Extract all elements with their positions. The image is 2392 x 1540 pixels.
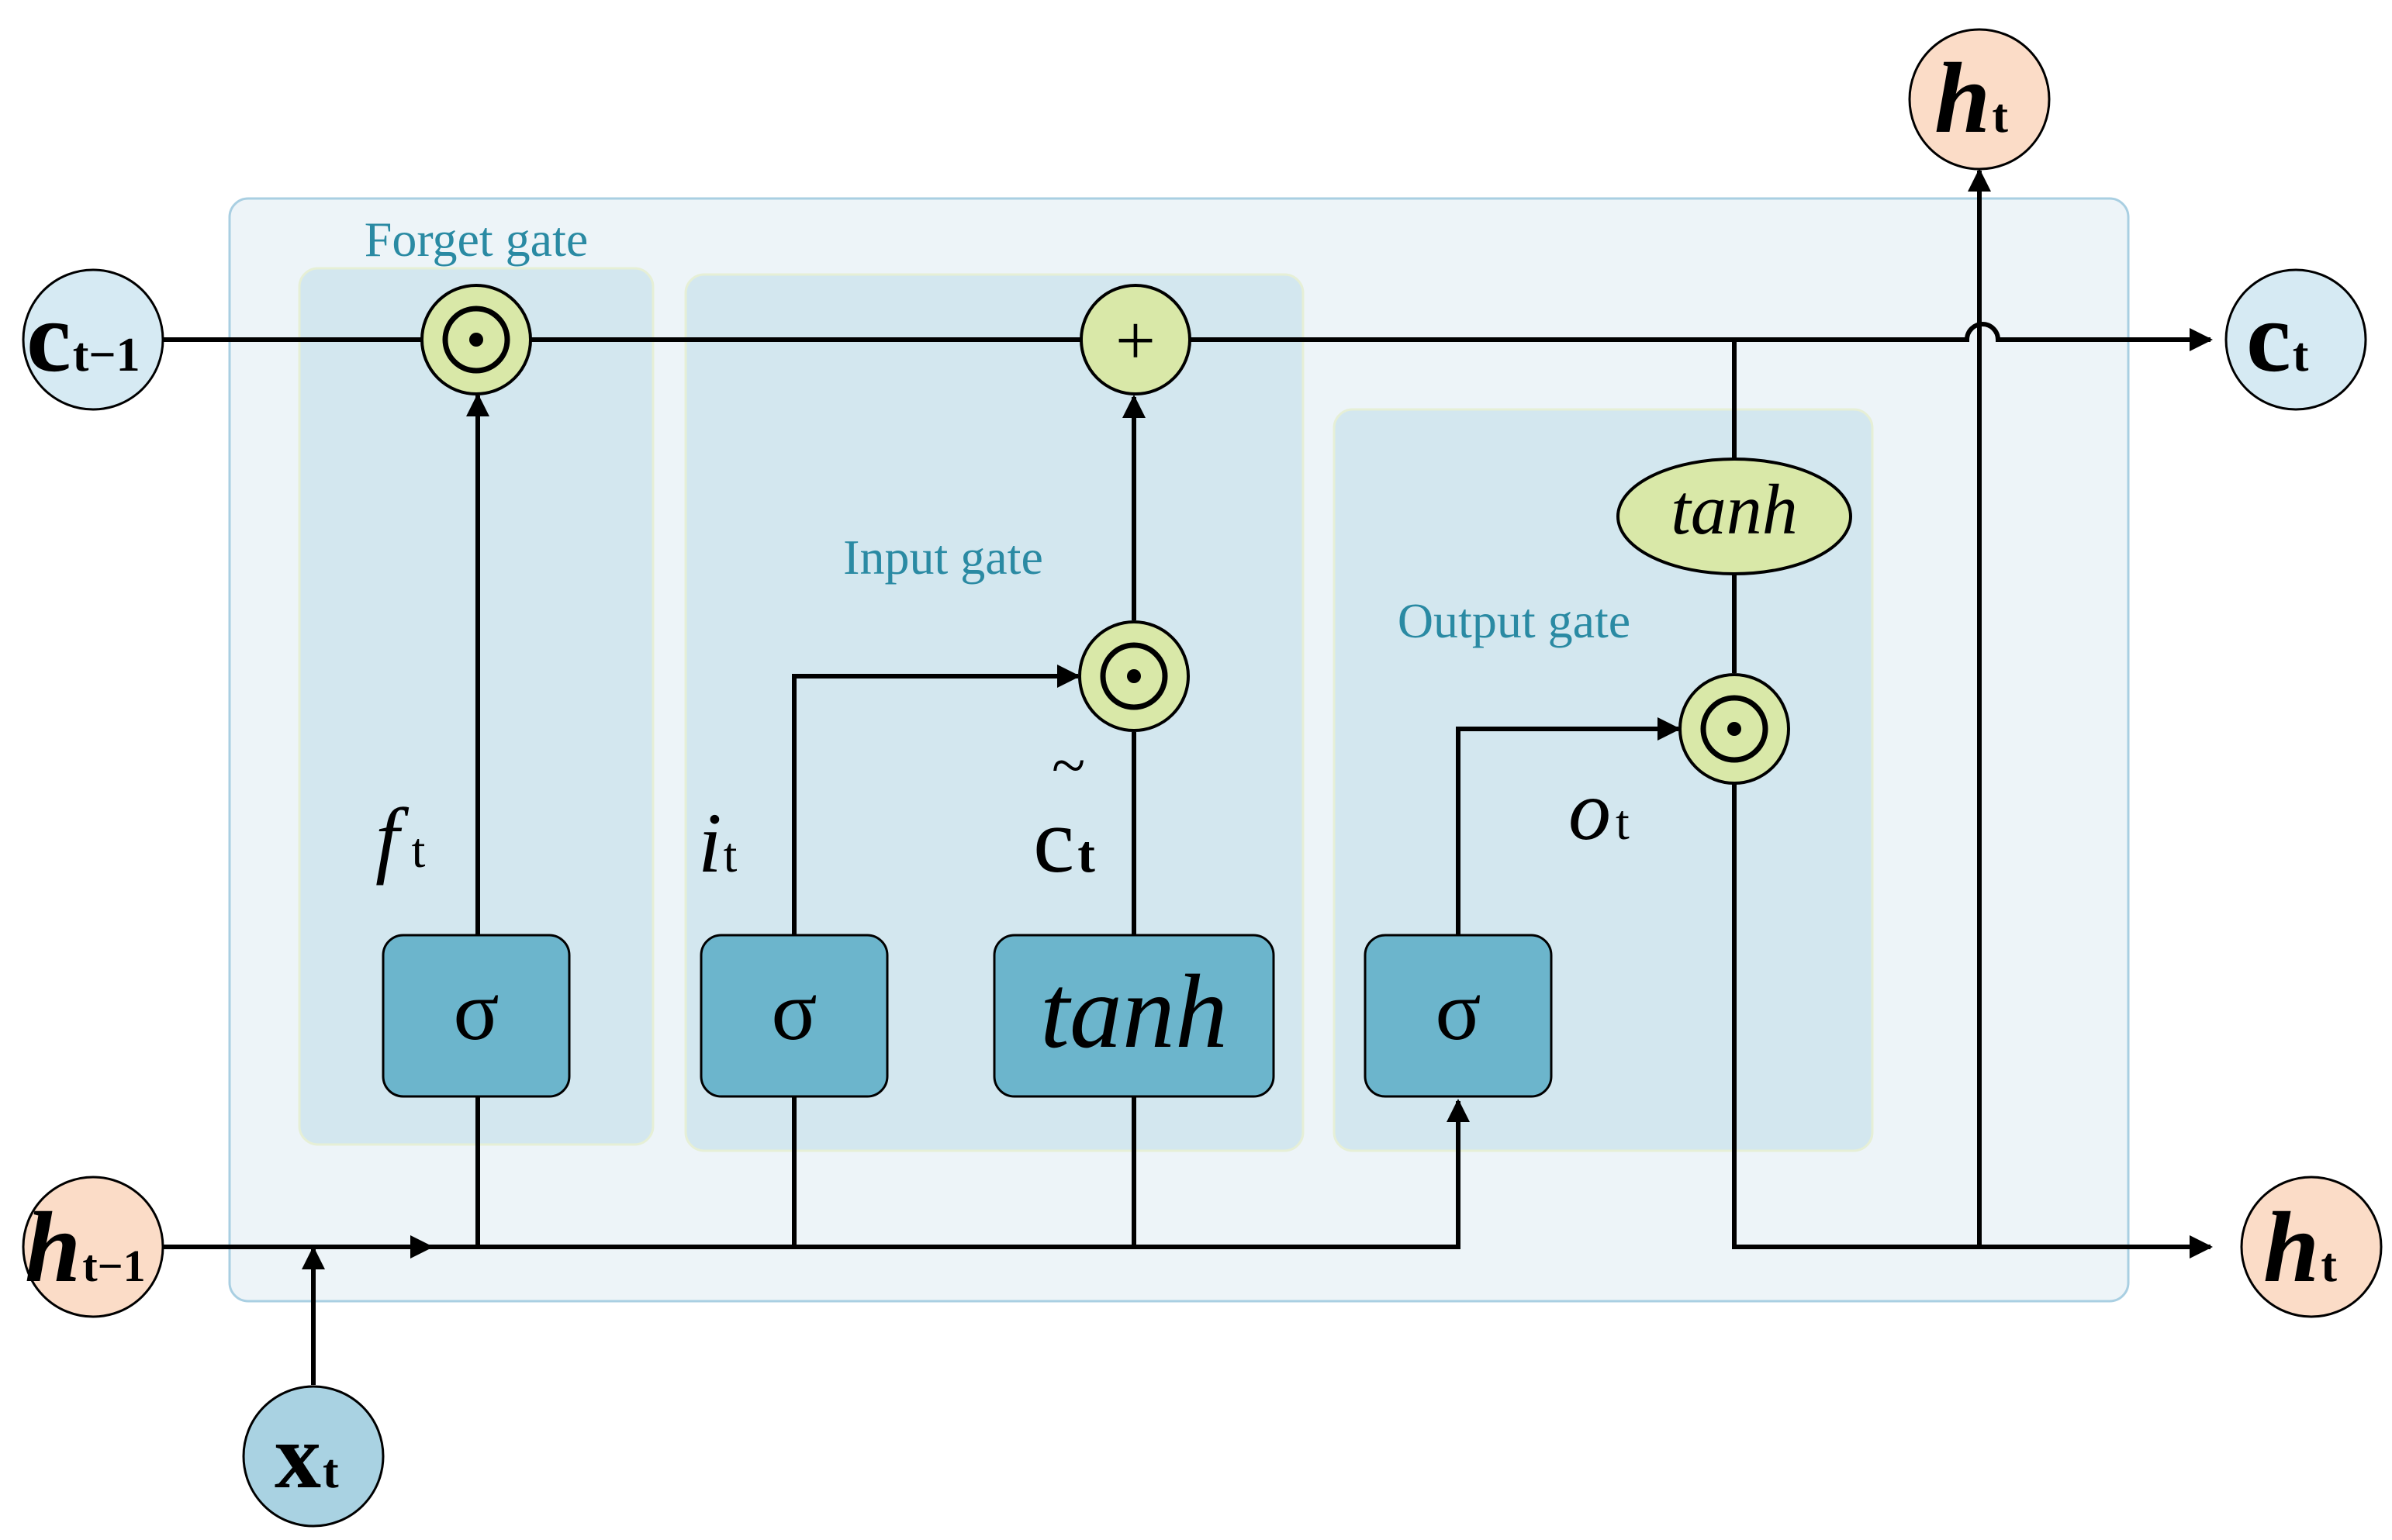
output-signal-label: ot	[1568, 763, 1630, 858]
hidden-bus-line	[431, 1099, 1470, 1249]
output-mult-to-hidden	[1732, 783, 2213, 1259]
input-sigma-to-mult	[792, 665, 1080, 935]
candidate-tanh-box: tanh	[993, 934, 1275, 1098]
input-multiply-op	[1078, 620, 1190, 732]
svg-text:ht: ht	[2263, 1192, 2337, 1303]
x-input-node: xt	[242, 1385, 385, 1528]
add-symbol: +	[1115, 301, 1156, 380]
cell-tanh-label: tanh	[1671, 470, 1798, 549]
svg-text:ht: ht	[1934, 43, 2008, 154]
svg-text:ct−1: ct−1	[26, 281, 140, 393]
svg-text:xt: xt	[275, 1404, 339, 1507]
c-next-node: ct	[2224, 268, 2367, 411]
h-next-node: ht	[2240, 1176, 2383, 1318]
svg-text:ht−1: ht−1	[25, 1192, 146, 1303]
forget-sigmoid-label: σ	[453, 963, 499, 1058]
output-multiply-op	[1678, 673, 1790, 785]
input-sigmoid-label: σ	[771, 963, 817, 1058]
forget-gate-label: Forget gate	[365, 212, 589, 267]
cell-state-line-3	[1190, 322, 2213, 351]
output-sigmoid-label: σ	[1435, 963, 1481, 1058]
output-gate-label: Output gate	[1398, 593, 1630, 648]
input-gate-label: Input gate	[843, 530, 1043, 585]
output-sigmoid-box: σ	[1364, 934, 1553, 1098]
svg-text:ct: ct	[2246, 281, 2309, 393]
candidate-signal-label: ~ ct	[1033, 732, 1095, 892]
cell-add-op: +	[1080, 284, 1191, 395]
h-prev-node: ht−1	[22, 1176, 164, 1318]
svg-text:ct: ct	[1033, 789, 1095, 892]
candidate-tanh-label: tanh	[1040, 954, 1228, 1070]
input-signal-label: it	[698, 796, 738, 890]
cell-tanh-op: tanh	[1616, 458, 1852, 575]
input-gate-panel	[684, 273, 1305, 1152]
output-sigma-to-mult	[1456, 717, 1681, 935]
forget-sigmoid-box: σ	[382, 934, 571, 1098]
c-prev-node: ct−1	[22, 268, 164, 411]
h-top-node: ht	[1908, 28, 2051, 171]
candidate-tilde: ~	[1052, 732, 1085, 800]
forget-multiply-op	[420, 284, 532, 395]
input-sigmoid-box: σ	[700, 934, 889, 1098]
